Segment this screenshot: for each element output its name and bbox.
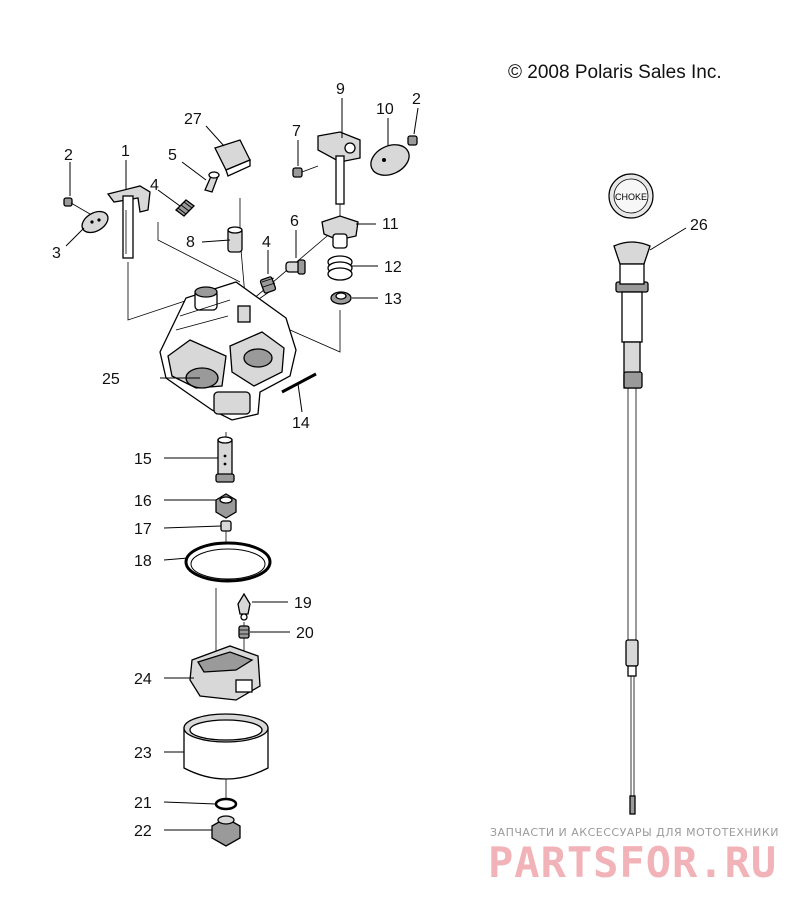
part-1-throttle-lever[interactable]: [106, 185, 151, 259]
callout-8: 8: [186, 234, 195, 251]
callout-labels: 1 2 3 4 5 27 8 4 6 7 9 10 2 11 12 13 25 …: [52, 81, 708, 840]
part-19-float-needle[interactable]: [237, 592, 251, 621]
callout-16: 16: [134, 493, 152, 510]
callout-17: 17: [134, 521, 152, 538]
part-10-choke-plate[interactable]: [366, 139, 414, 181]
part-20-spring[interactable]: [238, 625, 250, 639]
choke-knob-label: CHOKE: [615, 192, 647, 202]
part-4-spring-upper[interactable]: [175, 199, 195, 217]
callout-14: 14: [292, 415, 310, 432]
callout-27: 27: [184, 111, 202, 128]
callout-7: 7: [292, 123, 301, 140]
part-24-float[interactable]: [189, 645, 261, 701]
callout-11: 11: [382, 216, 399, 233]
callout-4-lower: 4: [262, 234, 271, 251]
part-27-cap[interactable]: [214, 139, 251, 177]
part-11-choke-holder[interactable]: [321, 215, 359, 249]
part-25-carburetor-body[interactable]: [159, 281, 297, 421]
callout-20: 20: [296, 625, 314, 642]
part-2-screw-left[interactable]: [63, 197, 91, 215]
part-6-screw[interactable]: [285, 259, 306, 275]
part-21-washer[interactable]: [214, 797, 238, 811]
callout-22: 22: [134, 823, 152, 840]
callout-2-left: 2: [64, 147, 73, 164]
callout-9: 9: [336, 81, 345, 98]
part-9-choke-lever[interactable]: [317, 131, 361, 205]
watermark-tagline: ЗАПЧАСТИ И АКСЕССУАРЫ ДЛЯ МОТОТЕХНИКИ: [490, 826, 779, 839]
callout-5: 5: [168, 147, 177, 164]
callout-15: 15: [134, 451, 152, 468]
callout-1: 1: [121, 143, 130, 160]
callout-19: 19: [294, 595, 312, 612]
part-4-spring-lower[interactable]: [259, 276, 277, 294]
callout-6: 6: [290, 213, 299, 230]
part-23-float-bowl[interactable]: [183, 713, 269, 780]
callout-10: 10: [376, 101, 394, 118]
callout-21: 21: [134, 795, 152, 812]
callout-18: 18: [134, 553, 152, 570]
callout-4-upper: 4: [150, 177, 159, 194]
part-22-drain-bolt[interactable]: [211, 815, 241, 847]
part-16-main-jet[interactable]: [215, 493, 237, 519]
callout-13: 13: [384, 291, 402, 308]
part-7-screw[interactable]: [292, 165, 319, 178]
part-2-screw-right[interactable]: [407, 135, 418, 146]
part-14-pin[interactable]: [281, 372, 317, 394]
callout-2-right: 2: [412, 91, 421, 108]
part-12-spring[interactable]: [327, 255, 353, 281]
copyright-notice: © 2008 Polaris Sales Inc.: [508, 62, 722, 83]
part-18-gasket[interactable]: [184, 541, 272, 583]
callout-23: 23: [134, 745, 152, 762]
part-26-choke-cable[interactable]: CHOKE: [608, 173, 654, 815]
part-3-throttle-plate[interactable]: [78, 207, 111, 237]
part-13-bushing[interactable]: [330, 291, 352, 305]
callout-leader-lines: [65, 98, 687, 831]
callout-25: 25: [102, 371, 120, 388]
part-15-emulsion-tube[interactable]: [215, 436, 235, 483]
callout-12: 12: [384, 259, 402, 276]
watermark-brand: PARTSFOR.RU: [488, 838, 778, 887]
callout-26: 26: [690, 217, 708, 234]
callout-24: 24: [134, 671, 152, 688]
part-8-needle-jet[interactable]: [227, 226, 243, 253]
part-17-jet[interactable]: [220, 520, 232, 532]
callout-3: 3: [52, 245, 61, 262]
part-5-pilot-screw[interactable]: [204, 171, 220, 193]
